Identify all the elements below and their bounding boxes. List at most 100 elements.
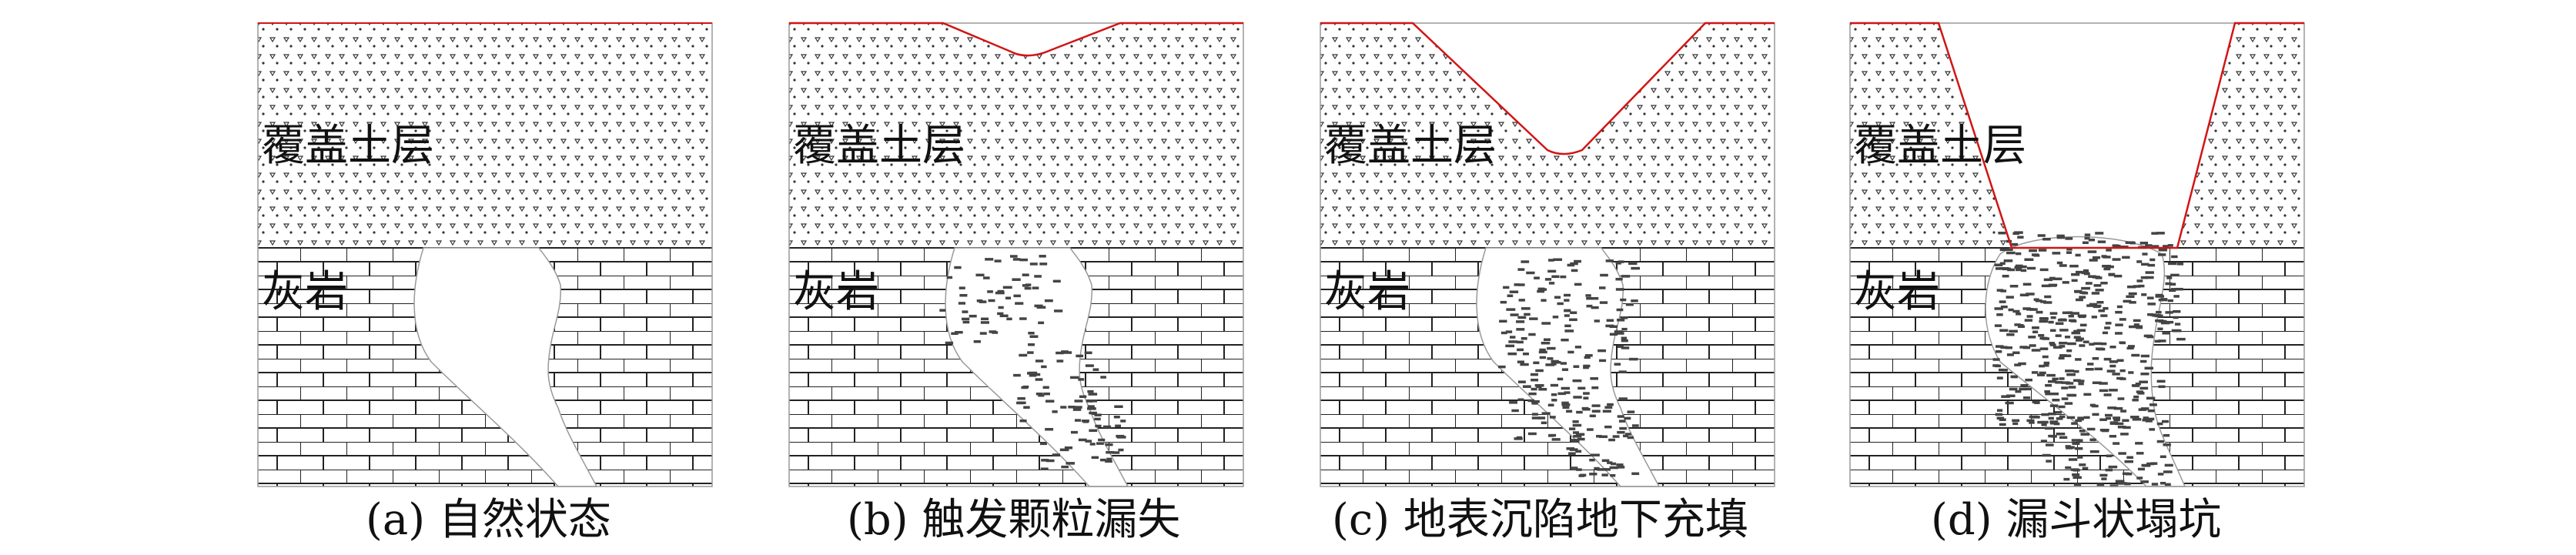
particle <box>2082 241 2089 244</box>
particle <box>1539 356 1547 359</box>
particle <box>2032 330 2039 333</box>
particle <box>1029 373 1037 377</box>
particle <box>2024 258 2034 261</box>
particle <box>2089 343 2095 346</box>
particle <box>1557 392 1566 396</box>
particle <box>2165 311 2173 314</box>
particle <box>2088 275 2096 278</box>
particle <box>2000 346 2008 349</box>
particle <box>2105 468 2113 472</box>
particle <box>1082 420 1089 423</box>
particle <box>1113 415 1120 419</box>
particle <box>2003 259 2013 262</box>
particle <box>2170 273 2180 277</box>
particle <box>2155 293 2163 297</box>
particle <box>1544 278 1552 281</box>
particle <box>2146 296 2154 299</box>
particle <box>2075 270 2083 274</box>
particle <box>2041 423 2047 426</box>
particle <box>2119 369 2126 373</box>
particle <box>951 332 958 336</box>
particle <box>2083 340 2089 343</box>
particle <box>2167 244 2173 247</box>
particle <box>2048 283 2058 287</box>
particle <box>2059 345 2066 348</box>
particle <box>1582 408 1591 411</box>
particle <box>1627 436 1634 440</box>
particle <box>1567 263 1575 267</box>
particle <box>1120 420 1126 423</box>
particle <box>2059 415 2066 419</box>
particle <box>1541 421 1547 425</box>
particle <box>2147 313 2153 316</box>
particle <box>2081 271 2089 275</box>
particle <box>2017 236 2024 239</box>
particle <box>1560 275 1567 279</box>
particle <box>1996 313 2003 316</box>
particle <box>2028 336 2036 339</box>
particle <box>2077 379 2085 383</box>
particle <box>1599 435 1608 439</box>
particle <box>2152 245 2159 248</box>
particle <box>2059 329 2069 332</box>
particle <box>2068 386 2076 389</box>
particle <box>2171 255 2178 259</box>
particle <box>1996 376 2003 379</box>
particle <box>1609 333 1618 336</box>
particle <box>1550 383 1559 387</box>
particle <box>2048 412 2056 416</box>
particle <box>2109 435 2117 438</box>
particle <box>2113 442 2120 445</box>
particle <box>2147 409 2155 413</box>
particle <box>2072 473 2080 476</box>
particle <box>1995 267 2003 270</box>
particle <box>2058 356 2065 360</box>
particle <box>1589 414 1596 418</box>
particle <box>1009 255 1018 258</box>
particle <box>1561 401 1569 405</box>
particle <box>1607 461 1613 464</box>
particle <box>1039 255 1046 258</box>
particle <box>2115 422 2124 426</box>
particle <box>1568 452 1576 455</box>
particle <box>1570 466 1578 470</box>
particle <box>1089 411 1097 415</box>
particle <box>2006 394 2016 397</box>
particle <box>2091 404 2099 408</box>
particle <box>1573 434 1582 438</box>
particle <box>1042 386 1049 390</box>
particle <box>1044 299 1053 303</box>
particle <box>1524 313 1531 316</box>
particle <box>2126 346 2134 350</box>
particle <box>2159 455 2166 459</box>
particle <box>2083 393 2092 396</box>
particle <box>2119 318 2126 321</box>
particle <box>2126 285 2136 289</box>
particle <box>2052 377 2059 381</box>
particle <box>2135 383 2141 386</box>
particle <box>2173 309 2181 313</box>
particle <box>2045 383 2052 387</box>
particle <box>1516 340 1524 344</box>
particle <box>1590 377 1598 380</box>
particle <box>980 321 989 324</box>
limestone-layer-label: 灰岩 <box>1854 267 1940 317</box>
particle <box>2083 416 2090 420</box>
particle <box>1608 438 1616 442</box>
particle <box>2042 355 2049 359</box>
particle <box>1094 417 1101 421</box>
particle <box>1557 377 1564 381</box>
particle <box>1567 350 1574 354</box>
particle <box>1527 432 1537 436</box>
particle <box>1087 390 1094 393</box>
particle <box>2080 433 2089 436</box>
particle <box>1551 399 1557 402</box>
particle <box>2141 293 2147 296</box>
particle <box>1509 401 1518 404</box>
soil-particles <box>939 255 1126 470</box>
particle <box>2042 237 2051 241</box>
particle <box>1549 416 1556 419</box>
particle <box>1606 319 1614 323</box>
particle <box>1617 319 1625 322</box>
particle <box>2059 354 2067 357</box>
